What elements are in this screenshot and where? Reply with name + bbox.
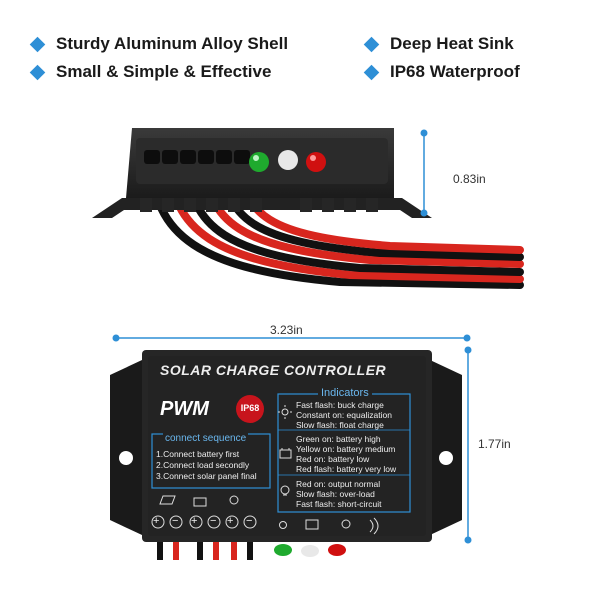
terminal-sign: + xyxy=(227,515,234,527)
feature-item: IP68 Waterproof xyxy=(363,62,520,82)
ip68-label: IP68 xyxy=(240,403,260,413)
indicator-group-load: Red on: output normal Slow flash: over-l… xyxy=(296,479,382,509)
indicators-title: Indicators xyxy=(318,387,372,399)
indicator-line: Fast flash: buck charge xyxy=(296,400,384,410)
panel-title: SOLAR CHARGE CONTROLLER xyxy=(160,362,387,378)
bulb-icon xyxy=(280,485,290,496)
battery-icon xyxy=(193,497,207,507)
led-white-icon xyxy=(278,150,298,170)
mounting-tab-right xyxy=(430,360,462,535)
indicator-line: Yellow on: battery medium xyxy=(296,444,396,454)
feature-item: Small & Simple & Effective xyxy=(29,62,272,82)
height-label-top: 0.83in xyxy=(453,172,486,186)
led-white-icon xyxy=(301,545,319,557)
sun-icon xyxy=(278,405,292,419)
indicator-line: Fast flash: short-circuit xyxy=(296,499,382,509)
terminal-sign: − xyxy=(246,515,253,527)
indicator-line: Red flash: battery very low xyxy=(296,464,397,474)
wire-bundle-front xyxy=(157,540,253,560)
indicator-group-battery: Green on: battery high Yellow on: batter… xyxy=(296,434,396,474)
feature-label: Deep Heat Sink xyxy=(390,34,514,53)
mounting-hole-icon xyxy=(439,451,453,465)
led-green-icon xyxy=(274,544,292,556)
feature-item: Sturdy Aluminum Alloy Shell xyxy=(29,34,289,54)
feature-label: IP68 Waterproof xyxy=(390,62,520,81)
sequence-step: 3.Connect solar panel final xyxy=(156,471,257,481)
sequence-step: 2.Connect load secondly xyxy=(156,460,250,470)
sequence-title: connect sequence xyxy=(163,433,249,444)
indicator-line: Slow flash: over-load xyxy=(296,489,375,499)
feature-label: Sturdy Aluminum Alloy Shell xyxy=(56,34,289,53)
indicator-line: Constant on: equalization xyxy=(296,410,392,420)
sequence-step: 1.Connect battery first xyxy=(156,449,240,459)
height-label-front: 1.77in xyxy=(478,437,511,451)
mounting-hole-icon xyxy=(119,451,133,465)
terminal-sign: + xyxy=(191,515,198,527)
bulb-icon xyxy=(341,519,351,529)
terminal-sign: − xyxy=(210,515,217,527)
solar-panel-icon xyxy=(159,495,176,505)
sun-icon xyxy=(279,521,287,529)
indicator-line: Green on: battery high xyxy=(296,434,381,444)
signal-icon xyxy=(369,517,379,535)
heat-sink-fins xyxy=(140,196,378,212)
feature-item: Deep Heat Sink xyxy=(363,34,514,54)
led-red-icon xyxy=(328,544,346,556)
bulb-icon xyxy=(229,495,239,505)
battery-icon xyxy=(305,519,319,530)
battery-icon xyxy=(279,448,292,459)
indicator-line: Slow flash: float charge xyxy=(296,420,384,430)
terminal-sign: − xyxy=(172,515,179,527)
terminal-sign: + xyxy=(153,515,160,527)
indicator-line: Red on: output normal xyxy=(296,479,381,489)
ip68-badge xyxy=(236,395,264,423)
pwm-label: PWM xyxy=(160,398,209,420)
mounting-tab-left xyxy=(110,360,142,535)
indicator-group-charge: Fast flash: buck charge Constant on: equ… xyxy=(296,400,392,430)
indicator-line: Red on: battery low xyxy=(296,454,370,464)
width-label: 3.23in xyxy=(270,323,303,337)
terminal-symbols xyxy=(159,495,239,507)
feature-label: Small & Simple & Effective xyxy=(56,62,272,81)
sequence-list: 1.Connect battery first 2.Connect load s… xyxy=(156,449,257,482)
